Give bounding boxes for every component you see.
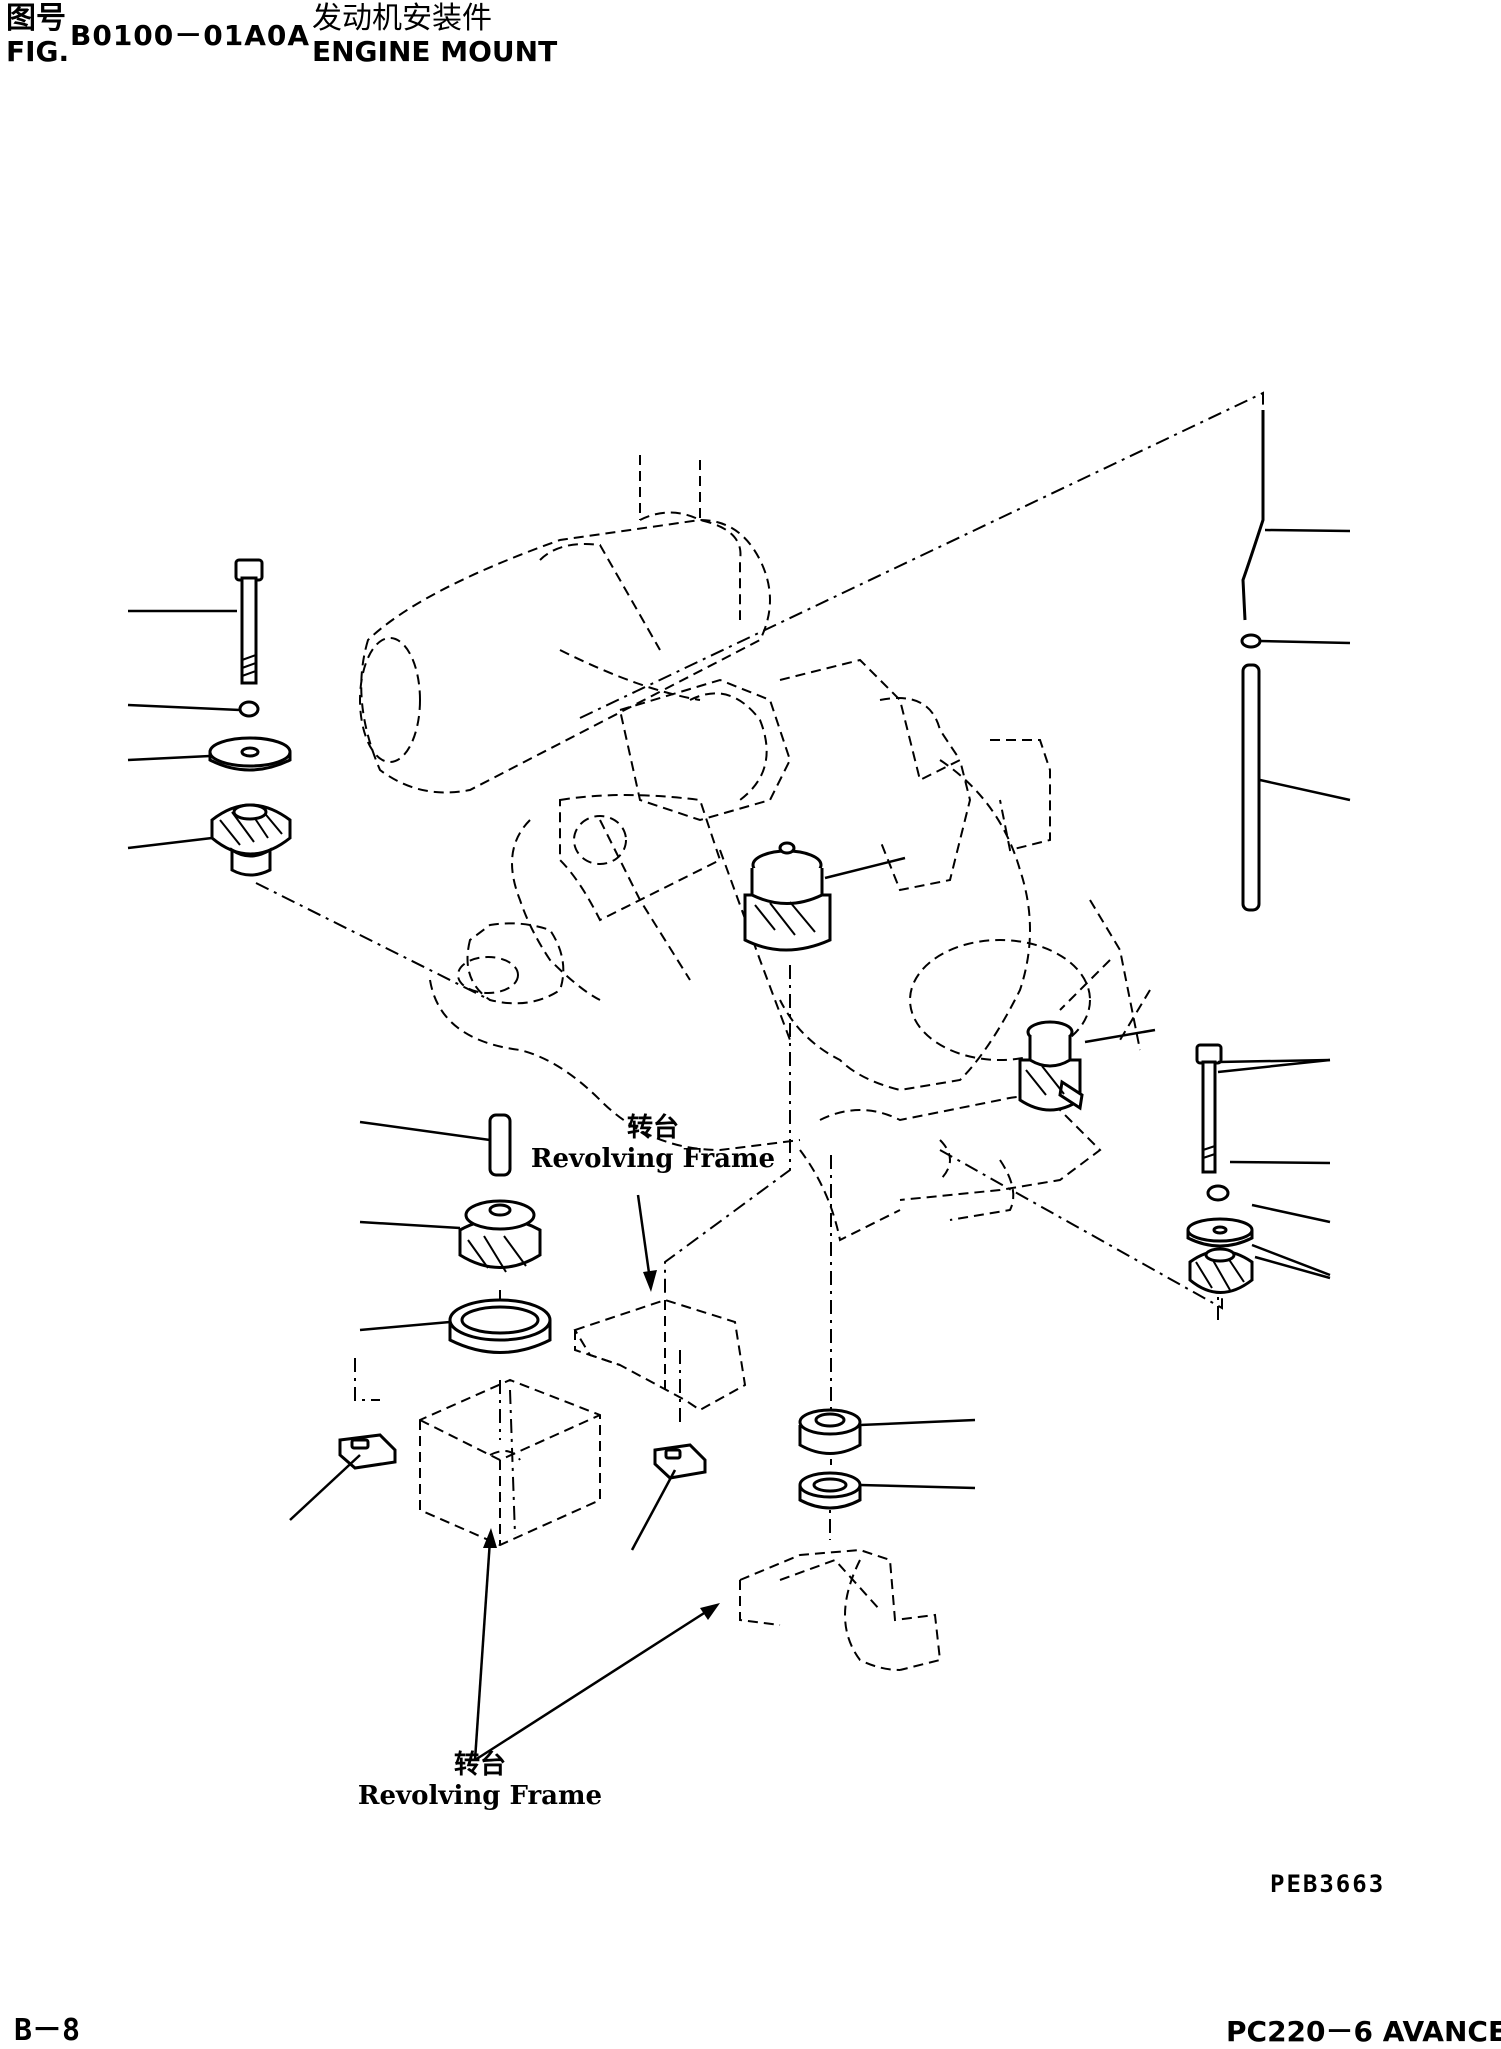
left-stopper xyxy=(338,1433,397,1470)
page-number: B－8 xyxy=(14,2013,81,2048)
left-rubber-mount xyxy=(210,803,292,877)
frame-arrows xyxy=(473,1194,720,1762)
drawing-reference-code: PEB3663 xyxy=(1270,1870,1386,1898)
leader-lines xyxy=(127,528,1351,1551)
figure-cn-label: 图号 xyxy=(6,1,66,36)
reference-lines xyxy=(255,391,1264,1540)
lower-left-seat xyxy=(448,1298,552,1354)
figure-label: FIG. xyxy=(6,35,70,68)
frame-bracket-middle xyxy=(573,1298,747,1412)
engine-outline xyxy=(359,455,1151,1242)
frame-label-cn: 转台 xyxy=(626,1113,679,1143)
right-rubber-mount xyxy=(1018,1020,1084,1112)
lower-middle-damper xyxy=(798,1408,862,1455)
revolving-frame-label-lower: 转台 Revolving Frame xyxy=(355,1750,605,1812)
right-flat-washer xyxy=(1186,1217,1254,1248)
lower-left-rubber-mount xyxy=(458,1199,542,1273)
right-lock-washer xyxy=(1206,1184,1230,1202)
right-mount-bolt xyxy=(1195,1043,1223,1174)
frame-label-en: Revolving Frame xyxy=(357,1781,603,1812)
lower-middle-seat xyxy=(798,1471,862,1510)
right-rubber-mount-lower xyxy=(1188,1247,1254,1294)
frame-label-cn: 转台 xyxy=(453,1750,506,1780)
lower-left-pin xyxy=(488,1113,512,1177)
frame-label-en: Revolving Frame xyxy=(530,1144,776,1175)
figure-cn-title: 发动机安装件 xyxy=(312,1,492,36)
figure-en-title: ENGINE MOUNT xyxy=(312,35,558,68)
left-mount-bolt xyxy=(234,558,264,685)
revolving-frame-label-upper: 转台 Revolving Frame xyxy=(528,1113,778,1175)
left-lock-washer xyxy=(238,700,260,718)
middle-rubber-mount xyxy=(743,841,832,952)
middle-stopper xyxy=(653,1443,707,1480)
dipstick-tube xyxy=(1240,410,1265,912)
frame-bracket-left xyxy=(419,1378,601,1547)
left-flat-washer xyxy=(208,736,292,772)
machine-model: PC220－6 AVANCE xyxy=(1226,2015,1501,2048)
figure-code: B0100－01A0A xyxy=(70,19,311,52)
frame-bracket-lower xyxy=(739,1548,942,1671)
